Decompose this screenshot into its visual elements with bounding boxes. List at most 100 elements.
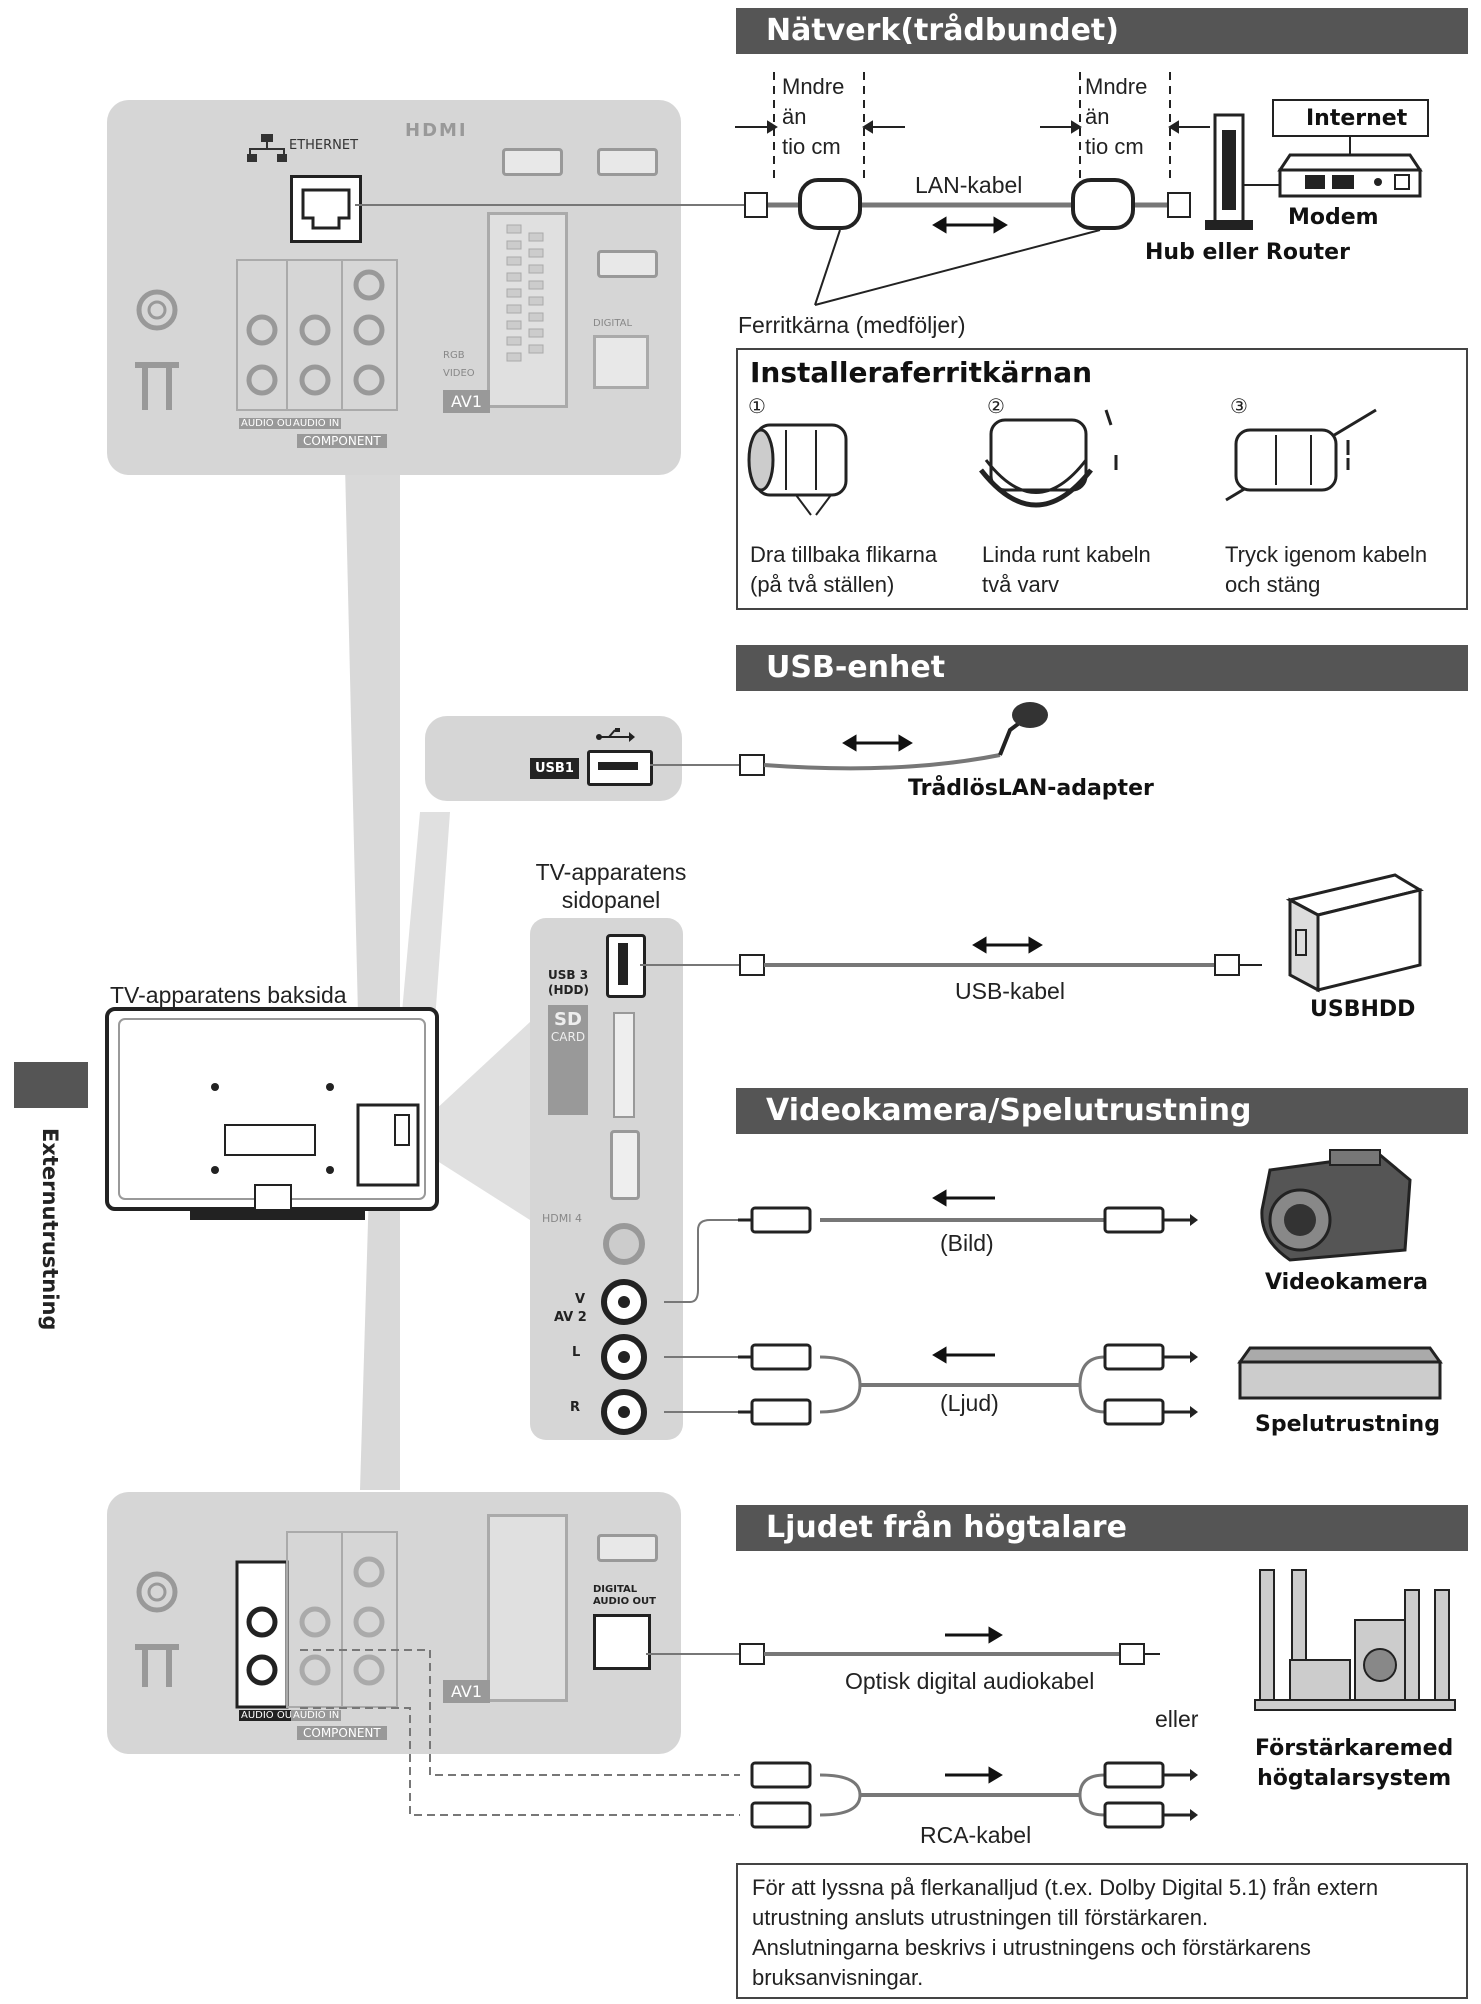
step-caption-line: och stäng: [1225, 572, 1321, 597]
step-3-caption: Tryck igenom kabeln och stäng: [1225, 540, 1427, 600]
sound-label: (Ljud): [940, 1390, 999, 1416]
scart-port[interactable]: [487, 212, 568, 408]
step-2-caption: Linda runt kabeln två varv: [982, 540, 1151, 600]
distance-label-left: Mndre än tio cm: [782, 72, 844, 162]
side-panel-line: sidopanel: [561, 887, 661, 913]
usb1-port[interactable]: [587, 750, 653, 786]
ferrite-steps-illustration: [747, 408, 1377, 516]
av1-label: AV1: [443, 390, 491, 413]
hdmi-port[interactable]: [597, 148, 658, 176]
game-label: Spelutrustning: [1255, 1412, 1440, 1437]
usb3-port[interactable]: [606, 934, 646, 998]
step-caption-line: Tryck igenom kabeln: [1225, 542, 1428, 567]
usb3-label: USB 3: [548, 968, 589, 982]
rca-cable-label: RCA-kabel: [920, 1822, 1032, 1848]
antenna-icon: [135, 289, 179, 410]
usb3-hdd-label: (HDD): [548, 983, 589, 997]
antenna-icon: [135, 1571, 179, 1687]
step-caption-line: Linda runt kabeln: [982, 542, 1151, 567]
ferrite-label: Ferritkärna (medföljer): [738, 312, 966, 338]
internet-label: Internet: [1306, 106, 1408, 131]
step-number: ②: [987, 396, 1005, 418]
av2-r-label: R: [570, 1400, 581, 1415]
optical-port[interactable]: [593, 335, 649, 389]
distance-line: tio cm: [782, 134, 841, 159]
section-network-header: Nätverk(trådbundet): [736, 8, 1468, 54]
hdmi-port[interactable]: [502, 148, 563, 176]
step-number: ③: [1230, 396, 1248, 418]
ethernet-label: ETHERNET: [289, 138, 359, 153]
note-box: För att lyssna på flerkanalljud (t.ex. D…: [736, 1863, 1468, 1999]
side-panel-jacks: [601, 1223, 647, 1435]
optical-cable-label: Optisk digital audiokabel: [845, 1668, 1095, 1694]
step-caption-line: (på två ställen): [750, 572, 895, 597]
hdmi-logo: HDMI: [405, 120, 468, 141]
hdmi-port[interactable]: [597, 250, 658, 278]
or-label: eller: [1155, 1706, 1199, 1732]
note-line: utrustning ansluts utrustningen till för…: [752, 1905, 1209, 1930]
amplifier-line: högtalarsystem: [1257, 1766, 1452, 1791]
component-label: COMPONENT: [297, 434, 387, 448]
step-number: ①: [748, 396, 766, 418]
picture-label: (Bild): [940, 1230, 994, 1256]
note-line: För att lyssna på flerkanalljud (t.ex. D…: [752, 1875, 1379, 1900]
digital-audio-out-label-2: AUDIO OUT: [593, 1596, 656, 1607]
note-text: För att lyssna på flerkanalljud (t.ex. D…: [752, 1873, 1452, 1993]
section-usb-header: USB-enhet: [736, 645, 1468, 691]
rgb-label: RGB: [443, 350, 465, 361]
usb-icon: [596, 728, 635, 742]
video-cables-diagram: [664, 1149, 1443, 1426]
back-panel-bottom: AUDIO OUT AUDIO IN COMPONENT AV1 DIGITAL…: [107, 1492, 681, 1754]
step-caption-line: två varv: [982, 572, 1060, 597]
step-caption-line: Dra tillbaka flikarna: [750, 542, 938, 567]
back-panel-top: ETHERNET HDMI AUDIO OUT AUDIO IN COMPONE…: [107, 100, 681, 475]
hdmi4-label: HDMI 4: [542, 1212, 582, 1225]
distance-line: Mndre: [1085, 74, 1148, 99]
video-label: VIDEO: [443, 368, 475, 379]
usb-hdd-diagram: [640, 873, 1424, 993]
sd-card-badge: SD CARD: [548, 1005, 588, 1115]
usb-hdd-label: USBHDD: [1310, 997, 1416, 1022]
wireless-adapter-label: TrådlösLAN-adapter: [908, 776, 1154, 801]
side-tab: [14, 1062, 88, 1108]
usb-cable-label: USB-kabel: [955, 978, 1065, 1004]
section-speaker-header: Ljudet från högtalare: [736, 1505, 1468, 1551]
audio-in-label: AUDIO IN: [291, 1710, 342, 1721]
av2-label: AV 2: [554, 1310, 587, 1325]
usb1-label: USB1: [530, 758, 579, 779]
av1-label: AV1: [443, 1680, 491, 1703]
side-panel-line: TV-apparatens: [535, 859, 687, 885]
hub-label: Hub eller Router: [1145, 240, 1350, 265]
ethernet-icon: [247, 134, 287, 162]
av2-v-label: V: [575, 1292, 586, 1307]
audio-jacks: [236, 259, 398, 411]
distance-line: Mndre: [782, 74, 845, 99]
side-panel-label: TV-apparatens sidopanel: [526, 858, 696, 914]
network-diagram: [355, 72, 1429, 306]
camcorder-label: Videokamera: [1265, 1270, 1428, 1295]
hdmi-port[interactable]: [597, 1534, 658, 1562]
step-1-caption: Dra tillbaka flikarna (på två ställen): [750, 540, 937, 600]
digital-audio-out-label: DIGITAL: [593, 1584, 638, 1595]
usb-adapter-diagram: [650, 702, 1048, 776]
note-line: bruksanvisningar.: [752, 1965, 924, 1990]
amplifier-label: Förstärkaremed högtalarsystem: [1255, 1734, 1453, 1794]
distance-line: än: [1085, 104, 1110, 129]
distance-line: än: [782, 104, 807, 129]
side-label: Externutrustning: [38, 1128, 62, 1331]
optical-port[interactable]: [593, 1614, 651, 1670]
av2-l-label: L: [572, 1345, 581, 1360]
digital-audio-out-label: DIGITAL: [593, 318, 633, 329]
ethernet-port[interactable]: [290, 175, 362, 243]
scart-port[interactable]: [487, 1514, 568, 1702]
lan-cable-label: LAN-kabel: [915, 172, 1023, 198]
amplifier-line: Förstärkaremed: [1255, 1736, 1454, 1761]
component-label: COMPONENT: [297, 1726, 387, 1740]
tv-back-illustration: [105, 1007, 439, 1220]
speaker-cables-diagram: [300, 1569, 1456, 1829]
distance-label-right: Mndre än tio cm: [1085, 72, 1147, 162]
audio-out-label: AUDIO OUT: [239, 1710, 301, 1721]
tv-back-label: TV-apparatens baksida: [110, 982, 347, 1008]
sd-card-slot[interactable]: [613, 1012, 635, 1118]
hdmi4-port[interactable]: [610, 1130, 640, 1200]
